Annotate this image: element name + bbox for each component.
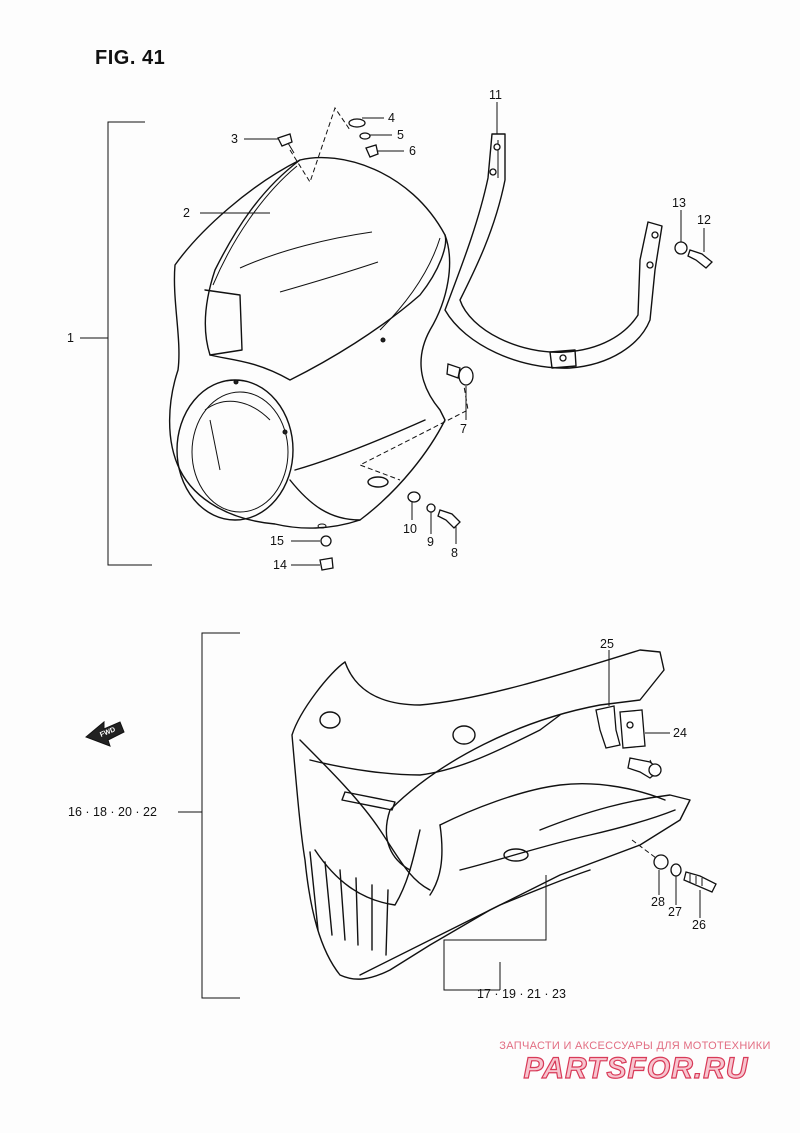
callout-8: 8: [451, 546, 458, 560]
callout-24: 24: [673, 726, 687, 740]
callout-6: 6: [409, 144, 416, 158]
callout-16-18-20-22: 16 · 18 · 20 · 22: [68, 805, 157, 819]
callout-5: 5: [397, 128, 404, 142]
cowling-bracket: [444, 133, 663, 369]
callout-13: 13: [672, 196, 686, 210]
callout-17-19-21-23: 17 · 19 · 21 · 23: [477, 987, 566, 1001]
leader-lines: [200, 102, 705, 918]
watermark-tagline: ЗАПЧАСТИ И АКСЕССУАРЫ ДЛЯ МОТОТЕХНИКИ: [499, 1040, 771, 1052]
figure-title: FIG. 41: [95, 47, 166, 69]
callout-10: 10: [403, 522, 417, 536]
upper-cowling: [168, 106, 469, 529]
callout-26: 26: [692, 918, 706, 932]
callout-11: 11: [489, 88, 502, 102]
callout-labels: 1 2 3 4 5 6 7 8 9 10 11 12 13 14 15 16 ·…: [67, 88, 711, 1001]
callout-2: 2: [183, 206, 190, 220]
under-fasteners: [653, 854, 717, 893]
callout-1: 1: [67, 331, 74, 345]
callout-14: 14: [273, 558, 287, 572]
callout-12: 12: [697, 213, 711, 227]
callout-7: 7: [460, 422, 467, 436]
under-cowling: [291, 649, 691, 991]
fwd-arrow: FWD: [85, 720, 125, 747]
callout-25: 25: [600, 637, 614, 651]
callout-4: 4: [388, 111, 395, 125]
callout-15: 15: [270, 534, 284, 548]
assembly-bracket-1: [80, 121, 152, 566]
callout-9: 9: [427, 535, 434, 549]
watermark-brand: PARTSFOR.RU: [523, 1051, 749, 1085]
callout-27: 27: [668, 905, 682, 919]
callout-3: 3: [231, 132, 238, 146]
assembly-bracket-16: [178, 632, 240, 999]
fasteners: [277, 118, 713, 571]
callout-28: 28: [651, 895, 665, 909]
clip-parts: [595, 705, 662, 779]
